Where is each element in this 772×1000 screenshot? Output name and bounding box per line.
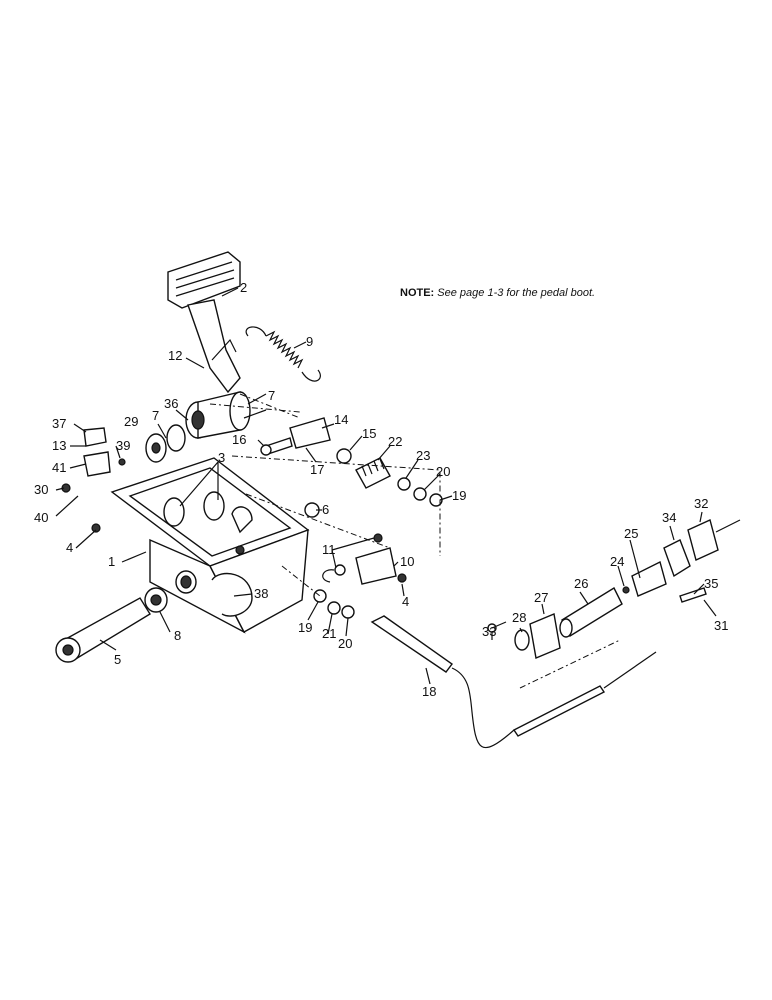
callout-33: 33	[482, 624, 496, 639]
callout-3: 3	[218, 450, 225, 465]
callout-5: 5	[114, 652, 121, 667]
callout-18: 18	[422, 684, 436, 699]
callout-23: 23	[416, 448, 430, 463]
callout-2: 2	[240, 280, 247, 295]
callout-4b: 4	[402, 594, 409, 609]
callout-29: 29	[124, 414, 138, 429]
callout-8: 8	[174, 628, 181, 643]
callout-28: 28	[512, 610, 526, 625]
cable-bracket	[313, 533, 407, 619]
callout-35: 35	[704, 576, 718, 591]
callout-9: 9	[306, 334, 313, 349]
callout-19a: 19	[452, 488, 466, 503]
callout-22: 22	[388, 434, 402, 449]
callout-7a: 7	[268, 388, 275, 403]
callout-20b: 20	[338, 636, 352, 651]
callout-15: 15	[362, 426, 376, 441]
adjuster-assembly	[260, 417, 443, 518]
left-hardware	[61, 427, 126, 533]
callout-36: 36	[164, 396, 178, 411]
return-spring	[245, 326, 321, 382]
callout-13: 13	[52, 438, 66, 453]
callout-19b: 19	[298, 620, 312, 635]
callout-25: 25	[624, 526, 638, 541]
callout-40: 40	[34, 510, 48, 525]
callout-21: 21	[322, 626, 336, 641]
callout-27: 27	[534, 590, 548, 605]
callout-34: 34	[662, 510, 676, 525]
callout-39: 39	[116, 438, 130, 453]
callout-17: 17	[310, 462, 324, 477]
brake-cable	[370, 615, 657, 749]
note-text: NOTE: See page 1-3 for the pedal boot.	[400, 287, 595, 299]
callout-31: 31	[714, 618, 728, 633]
callout-41: 41	[52, 460, 66, 475]
callout-14: 14	[334, 412, 348, 427]
callout-labels: 2 9 12 7 7 36 29 37 13 39 41 30 40 3 4 1…	[34, 280, 728, 699]
brake-pedal	[167, 251, 241, 394]
callout-38: 38	[254, 586, 268, 601]
callout-10: 10	[400, 554, 414, 569]
callout-12: 12	[168, 348, 182, 363]
callout-16: 16	[232, 432, 246, 447]
callout-30: 30	[34, 482, 48, 497]
callout-26: 26	[574, 576, 588, 591]
pivot-shaft	[55, 587, 168, 663]
callout-20a: 20	[436, 464, 450, 479]
pivot-assembly	[145, 391, 251, 463]
callout-7b: 7	[152, 408, 159, 423]
master-cylinder-assembly	[487, 519, 741, 659]
callout-24: 24	[610, 554, 624, 569]
leader-lines	[55, 287, 717, 685]
assembly-lines	[209, 393, 621, 689]
pedal-housing	[110, 457, 310, 634]
callout-11: 11	[322, 542, 336, 557]
callout-37: 37	[52, 416, 66, 431]
callout-32: 32	[694, 496, 708, 511]
callout-1: 1	[108, 554, 115, 569]
callout-4a: 4	[66, 540, 73, 555]
callout-6: 6	[322, 502, 329, 517]
